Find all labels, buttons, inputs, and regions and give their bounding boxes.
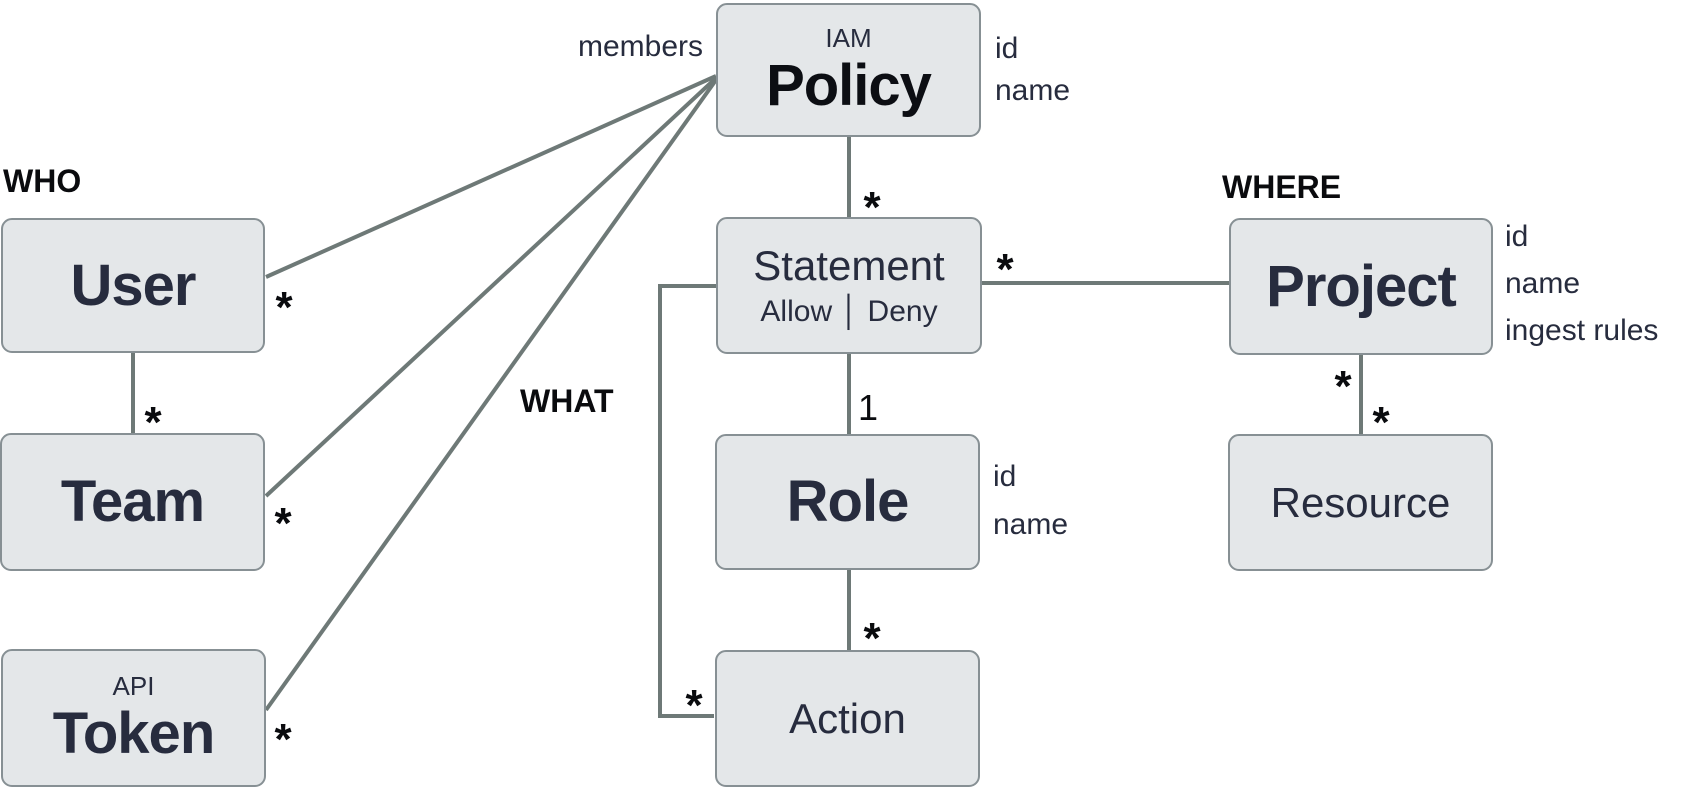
entity-policy-supertitle: IAM bbox=[825, 23, 872, 53]
multiplicity-policy-statement: * bbox=[863, 183, 881, 232]
attribute-ingest-rules: ingest rules bbox=[1505, 314, 1659, 347]
edge-team-policy bbox=[264, 76, 718, 498]
attribute-name: name bbox=[995, 74, 1071, 107]
edge-statement-action bbox=[658, 284, 716, 718]
entity-user: User bbox=[1, 218, 265, 353]
attribute-name: name bbox=[1505, 267, 1581, 300]
entity-statement-title: Statement bbox=[753, 241, 945, 289]
attribute-name: name bbox=[993, 508, 1069, 541]
entity-action: Action bbox=[715, 650, 980, 787]
entity-resource-title: Resource bbox=[1270, 478, 1451, 526]
entity-action-title: Action bbox=[789, 694, 906, 742]
entity-team-title: Team bbox=[60, 469, 205, 534]
entity-policy: IAM Policy bbox=[716, 3, 981, 137]
multiplicity-project-resource-source: * bbox=[1334, 362, 1352, 411]
multiplicity-role-action: * bbox=[863, 614, 881, 663]
attribute-id: id bbox=[993, 460, 1017, 493]
section-label-what: WHAT bbox=[520, 383, 614, 419]
attribute-id: id bbox=[1505, 220, 1529, 253]
entity-policy-title: Policy bbox=[766, 53, 932, 118]
multiplicity-team-policy: * bbox=[274, 499, 292, 548]
entity-token-title: Token bbox=[52, 701, 215, 766]
entity-token: API Token bbox=[1, 649, 266, 787]
entity-resource: Resource bbox=[1228, 434, 1493, 571]
edge-label-members: members bbox=[577, 30, 703, 63]
entity-team: Team bbox=[0, 433, 265, 571]
entity-statement-subtitle: Allow │ Deny bbox=[760, 294, 938, 328]
section-label-who: WHO bbox=[3, 163, 82, 199]
entity-role-attributes: id name bbox=[993, 453, 1068, 549]
entity-token-supertitle: API bbox=[112, 671, 155, 701]
edge-token-policy bbox=[264, 78, 718, 712]
entity-project: Project bbox=[1229, 218, 1493, 355]
entity-project-attributes: id name ingest rules bbox=[1505, 213, 1658, 354]
entity-policy-attributes: id name bbox=[995, 28, 1070, 112]
edge-user-policy bbox=[265, 74, 717, 279]
multiplicity-project-resource-target: * bbox=[1372, 398, 1390, 447]
section-label-where: WHERE bbox=[1222, 169, 1342, 205]
multiplicity-statement-action: * bbox=[685, 681, 703, 730]
multiplicity-user-policy: * bbox=[275, 283, 293, 332]
entity-role: Role bbox=[715, 434, 980, 570]
entity-role-title: Role bbox=[786, 469, 910, 534]
entity-project-title: Project bbox=[1266, 253, 1457, 319]
multiplicity-token-policy: * bbox=[274, 715, 292, 764]
entity-statement: Statement Allow │ Deny bbox=[716, 217, 982, 354]
multiplicity-statement-role: 1 bbox=[857, 387, 879, 428]
multiplicity-statement-project: * bbox=[996, 245, 1014, 294]
multiplicity-user-team: * bbox=[144, 398, 162, 447]
entity-user-title: User bbox=[70, 252, 197, 318]
attribute-id: id bbox=[995, 32, 1019, 65]
